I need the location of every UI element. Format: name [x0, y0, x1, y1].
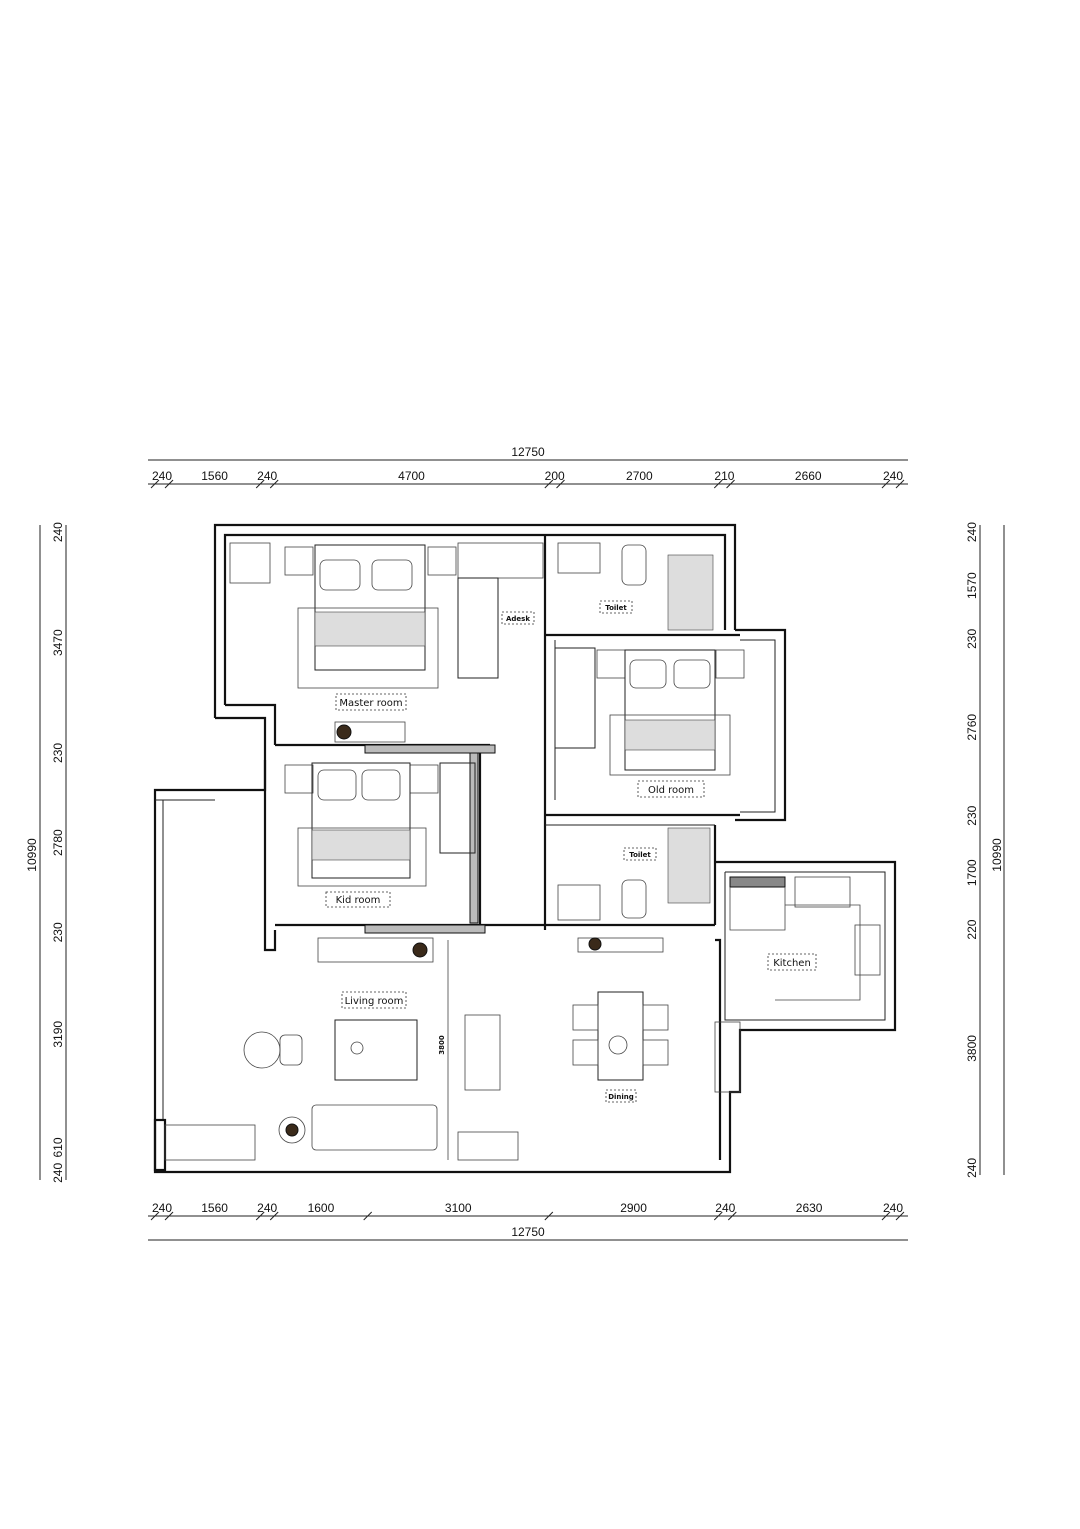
dimension-tick [150, 479, 160, 489]
label-toilet-2: Toilet [629, 851, 651, 859]
dimension-tick [881, 1211, 891, 1221]
room-labels: Master room Adesk Toilet Old room Kid ro… [325, 600, 817, 1103]
label-old-room: Old room [648, 785, 694, 796]
dimension-tick [269, 479, 279, 489]
dim-bottom-2: 240 [257, 1201, 277, 1215]
dimension-tick [727, 1211, 737, 1221]
dim-top-0: 240 [152, 469, 172, 483]
dimension-tick [895, 1211, 905, 1221]
label-dining: Dining [608, 1093, 634, 1101]
right-dimensions: 10990 240 1570 230 2760 230 1700 220 3800 240 [965, 522, 1005, 1178]
label-kid-room: Kid room [336, 895, 381, 906]
dim-left-7: 240 [51, 1163, 65, 1183]
dim-left-6: 610 [51, 1137, 65, 1157]
dim-left-2: 230 [51, 743, 65, 763]
dim-top-1: 1560 [201, 469, 228, 483]
dim-right-2: 230 [965, 629, 979, 649]
dim-top-5: 2700 [626, 469, 653, 483]
dimension-tick [881, 479, 891, 489]
walls [153, 523, 897, 1174]
dim-bottom-total: 12750 [511, 1225, 545, 1239]
dim-right-8: 240 [965, 1158, 979, 1178]
dim-right-0: 240 [965, 522, 979, 542]
dimension-tick [164, 479, 174, 489]
dim-top-8: 240 [883, 469, 903, 483]
dimension-tick [544, 479, 554, 489]
dim-right-1: 1570 [965, 572, 979, 599]
dim-top-6: 210 [714, 469, 734, 483]
dim-right-3: 2760 [965, 714, 979, 741]
dim-left-total: 10990 [25, 838, 39, 872]
dim-bottom-7: 2630 [796, 1201, 823, 1215]
dim-bottom-5: 2900 [620, 1201, 647, 1215]
dim-right-4: 230 [965, 805, 979, 825]
dim-top-4: 200 [545, 469, 565, 483]
dim-bottom-3: 1600 [308, 1201, 335, 1215]
dim-bottom-1: 1560 [201, 1201, 228, 1215]
dim-bottom-8: 240 [883, 1201, 903, 1215]
dim-top-3: 4700 [398, 469, 425, 483]
dimension-tick [895, 479, 905, 489]
dimension-tick [255, 1211, 265, 1221]
label-living-room: Living room [345, 996, 404, 1007]
dim-right-total: 10990 [990, 838, 1004, 872]
dim-top-2: 240 [257, 469, 277, 483]
dimension-tick [269, 1211, 279, 1221]
label-desk: Adesk [506, 615, 530, 623]
left-dimensions: 10990 240 3470 230 2780 230 3190 610 240 [25, 522, 67, 1183]
dim-left-4: 230 [51, 922, 65, 942]
label-master-room: Master room [339, 698, 402, 709]
label-kitchen: Kitchen [773, 958, 811, 969]
dim-top-total: 12750 [511, 445, 545, 459]
dimension-tick [150, 1211, 160, 1221]
dimension-tick [255, 479, 265, 489]
dim-bottom-4: 3100 [445, 1201, 472, 1215]
dimension-tick [363, 1211, 373, 1221]
bottom-dimensions: 240 1560 240 1600 3100 2900 240 2630 240 12750 [148, 1201, 908, 1241]
dim-right-6: 220 [965, 919, 979, 939]
dimension-tick [713, 1211, 723, 1221]
top-dimensions: 12750 240 1560 240 4700 200 2700 210 2660 240 [148, 445, 908, 489]
dim-right-5: 1700 [965, 859, 979, 886]
dim-left-1: 3470 [51, 629, 65, 656]
dim-left-5: 3190 [51, 1021, 65, 1048]
dimension-tick [726, 479, 735, 489]
dimension-tick [544, 1211, 554, 1221]
dim-bottom-6: 240 [715, 1201, 735, 1215]
dimension-tick [713, 479, 723, 489]
dim-right-7: 3800 [965, 1035, 979, 1062]
dimension-tick [164, 1211, 174, 1221]
dim-top-7: 2660 [795, 469, 822, 483]
label-toilet-1: Toilet [605, 604, 627, 612]
furniture [164, 542, 881, 1161]
dim-left-3: 2780 [51, 829, 65, 856]
dim-bottom-0: 240 [152, 1201, 172, 1215]
dim-interior: 3800 [438, 1035, 446, 1055]
dim-left-0: 240 [51, 522, 65, 542]
dimension-tick [556, 479, 565, 489]
